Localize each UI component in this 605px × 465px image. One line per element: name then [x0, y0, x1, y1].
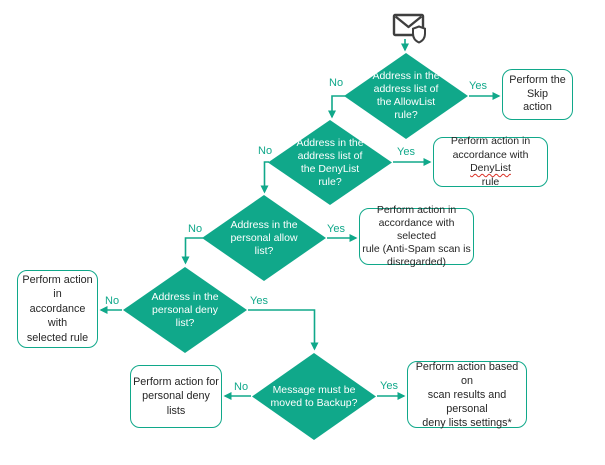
- action-skip: Perform the Skip action: [502, 69, 573, 120]
- action-selected-rule-label: Perform action in accordance with select…: [22, 273, 93, 344]
- decision-denylist-rule-label: Address in the address list of the DenyL…: [296, 136, 364, 188]
- edge-label-no-personal-deny: No: [105, 295, 120, 307]
- decision-allowlist-rule-label: Address in the address list of the Allow…: [372, 70, 440, 121]
- action-selected-rule-antispam-disregarded-label: Perform action in accordance with select…: [362, 204, 471, 268]
- action-scan-results-personal-deny: Perform action based on scan results and…: [407, 360, 527, 429]
- action-skip-label: Perform the Skip action: [509, 74, 566, 114]
- edge-label-no-allowlist: No: [329, 77, 344, 89]
- edge-label-yes-denylist: Yes: [397, 146, 415, 158]
- edge-label-yes-personal-allow: Yes: [327, 223, 345, 235]
- action-personal-deny-lists-label: Perform action for personal deny lists: [133, 375, 219, 417]
- action-denylist-rule-label: Perform action in accordance with DenyLi…: [450, 135, 531, 188]
- email-with-shield-icon: [392, 13, 426, 44]
- decision-personal-allow-list-label: Address in the personal allow list?: [230, 218, 298, 257]
- action-selected-rule: Perform action in accordance with select…: [17, 270, 98, 348]
- denylist-misspelled-word: DenyList: [470, 162, 511, 174]
- edge-label-no-denylist: No: [258, 145, 273, 157]
- edge-label-yes-personal-deny: Yes: [250, 295, 268, 307]
- decision-personal-deny-list-label: Address in the personal deny list?: [151, 290, 219, 329]
- edge-label-yes-allowlist: Yes: [469, 80, 487, 92]
- edge-label-no-backup: No: [234, 381, 249, 393]
- decision-move-to-backup-label: Message must be moved to Backup?: [270, 383, 358, 409]
- action-personal-deny-lists: Perform action for personal deny lists: [130, 365, 222, 428]
- edge-label-no-personal-allow: No: [188, 223, 203, 235]
- action-scan-results-personal-deny-label: Perform action based on scan results and…: [415, 360, 519, 429]
- edge-label-yes-backup: Yes: [380, 380, 398, 392]
- action-denylist-rule: Perform action in accordance with DenyLi…: [433, 135, 548, 188]
- action-selected-rule-antispam-disregarded: Perform action in accordance with select…: [359, 204, 474, 268]
